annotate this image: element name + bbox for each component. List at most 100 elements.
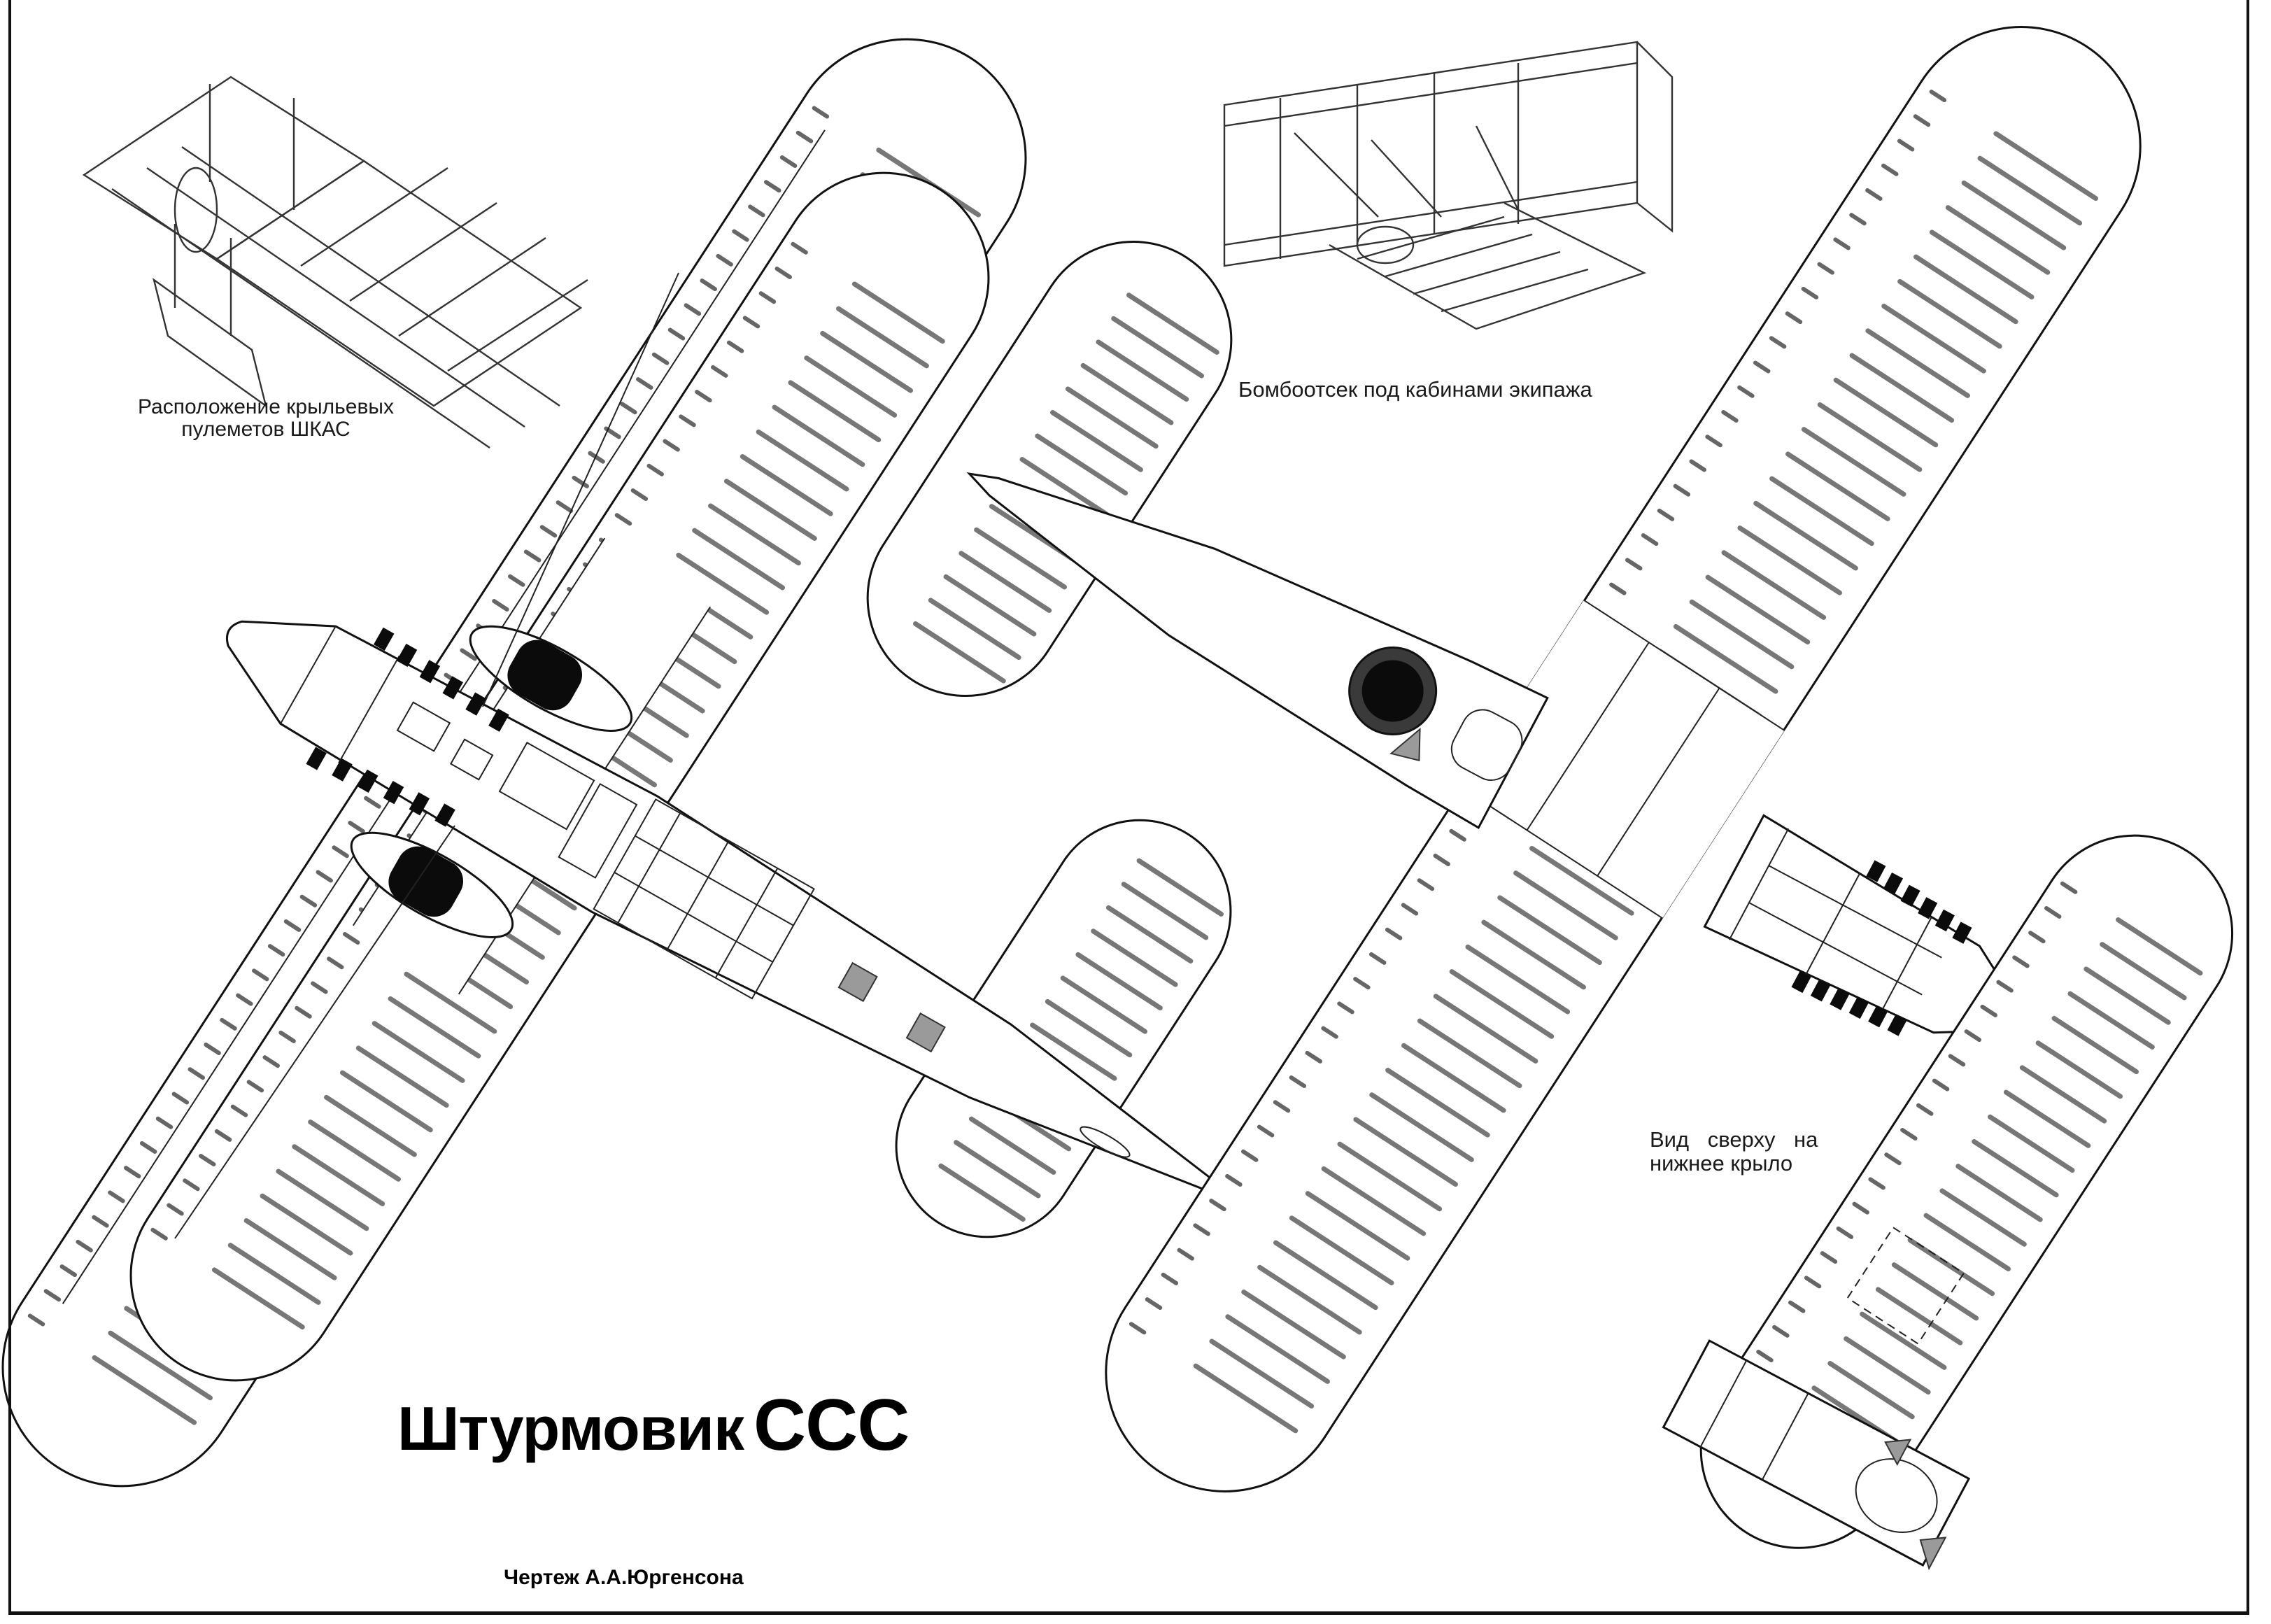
- wing-rib: [938, 1163, 1026, 1222]
- wing-rib-tick: [1881, 163, 1899, 176]
- wing-rib-tick: [1772, 1325, 1790, 1338]
- wing-rib-tick: [299, 894, 318, 908]
- wing-rib: [1801, 427, 1906, 497]
- wing-rib-tick: [1852, 1201, 1869, 1215]
- wing-rib: [1955, 1164, 2043, 1222]
- wing-rib: [1035, 433, 1129, 496]
- wing-rib-tick: [1401, 903, 1419, 916]
- wing-rib-tick: [59, 1264, 77, 1278]
- wing-rib: [836, 306, 929, 369]
- wing-rib: [913, 621, 1006, 684]
- wing-rib-tick: [1820, 1251, 1838, 1264]
- wing-rib: [928, 598, 1021, 661]
- wing-rib: [1945, 205, 2051, 275]
- wing-rib-tick: [139, 1141, 157, 1154]
- wing-rib-tick: [311, 981, 328, 994]
- wing-rib-tick: [1145, 1297, 1163, 1311]
- wing-rib: [788, 380, 882, 443]
- wing-rib-tick: [1737, 385, 1755, 398]
- wing-rib: [1689, 599, 1795, 670]
- wing-rib-tick: [1177, 1248, 1194, 1261]
- wing-rib-tick: [523, 549, 542, 563]
- wing-rib: [1923, 1213, 2011, 1271]
- fuselage-top-view: [966, 472, 1549, 830]
- wing-rib-tick: [1193, 1223, 1210, 1236]
- wing-rib-tick: [711, 365, 728, 378]
- wing-rib: [1091, 928, 1178, 987]
- wing-rib: [372, 1021, 465, 1083]
- wing-rib-tick: [214, 1129, 232, 1142]
- wing-rib-tick: [812, 106, 830, 119]
- wing-rib-tick: [651, 352, 670, 365]
- wing-rib: [1939, 1188, 2027, 1247]
- wing-rib: [820, 330, 913, 393]
- wing-rib-tick: [1900, 1128, 1918, 1141]
- wing-rib-tick: [774, 266, 792, 279]
- wing-rib: [1111, 316, 1205, 379]
- wing-rib-tick: [295, 1005, 312, 1019]
- wing-rib-tick: [572, 475, 589, 488]
- fuselage-left-view: [225, 620, 1230, 1197]
- wing-rib-tick: [1689, 459, 1706, 472]
- wing-rib: [1449, 969, 1555, 1039]
- wing-rib: [1844, 1336, 1931, 1395]
- wing-rib-tick: [76, 1239, 93, 1252]
- wing-rib: [1305, 1191, 1410, 1261]
- wing-rib-tick: [236, 993, 253, 1006]
- wing-rib-tick: [92, 1215, 109, 1228]
- wing-rib: [1369, 1092, 1474, 1162]
- landing-wheel-left: [350, 831, 514, 938]
- wing-rib-tick: [1625, 558, 1643, 571]
- wing-rib-tick: [1817, 262, 1834, 275]
- wing-rib: [1705, 574, 1811, 645]
- title-word: Штурмовик: [397, 1394, 744, 1463]
- wing-rib: [1785, 451, 1890, 521]
- wing-rib-tick: [1964, 1029, 1982, 1043]
- wing-rib-tick: [620, 402, 637, 415]
- wing-rib-tick: [1753, 360, 1771, 374]
- wing-rib: [1105, 905, 1194, 964]
- wing-rib-tick: [1449, 828, 1466, 842]
- wing-rib-tick: [220, 1017, 237, 1031]
- wing-rib-tick: [1337, 1001, 1354, 1015]
- wing-rib: [211, 1267, 305, 1330]
- wing-rib-tick: [1385, 927, 1403, 940]
- wing-rib: [1865, 328, 1970, 398]
- caption-lower-wing: Вид сверху на нижнее крыло: [1650, 1127, 1860, 1175]
- wing-rib: [740, 454, 833, 516]
- wing-rib: [1753, 500, 1858, 571]
- wing-rib-tick: [155, 1116, 174, 1129]
- wing-rib-tick: [27, 1313, 45, 1327]
- wing-rib-tick: [327, 956, 344, 970]
- wing-rib: [1060, 975, 1148, 1034]
- wing-rib-tick: [758, 291, 777, 304]
- wing-rib-tick: [199, 1154, 216, 1167]
- drawing-credit: Чертеж А.А.Юргенсона: [504, 1566, 744, 1589]
- wing-rib-tick: [1916, 1103, 1934, 1116]
- wing-rib-tick: [732, 229, 749, 242]
- wing-rib: [243, 1217, 337, 1280]
- wing-rib: [276, 1168, 369, 1231]
- wing-rib-tick: [1785, 311, 1803, 325]
- bomb-bay-drawing: [1223, 41, 1674, 330]
- wing-rib: [1988, 1114, 2075, 1173]
- wing-rib-tick: [252, 968, 269, 982]
- wing-rib: [108, 1330, 213, 1401]
- wing-rib: [1891, 1262, 1979, 1321]
- wing-rib-tick: [1884, 1152, 1902, 1166]
- wing-rib: [1353, 1117, 1458, 1187]
- wing-rib: [292, 1144, 385, 1206]
- wing-rib: [1913, 254, 2018, 325]
- sheet-border: [8, 0, 2249, 1615]
- wing-rib: [804, 355, 898, 418]
- wing-rib-tick: [764, 180, 781, 193]
- wing-rib: [968, 1116, 1056, 1175]
- wing-rib-tick: [663, 439, 680, 452]
- wing-rib-tick: [1305, 1050, 1322, 1064]
- wing-rib: [1121, 882, 1209, 940]
- wing-rib-tick: [283, 919, 302, 932]
- wing-rib-tick: [1225, 1173, 1243, 1187]
- wing-rib: [1907, 1237, 1995, 1297]
- wing-rib-tick: [204, 1043, 221, 1056]
